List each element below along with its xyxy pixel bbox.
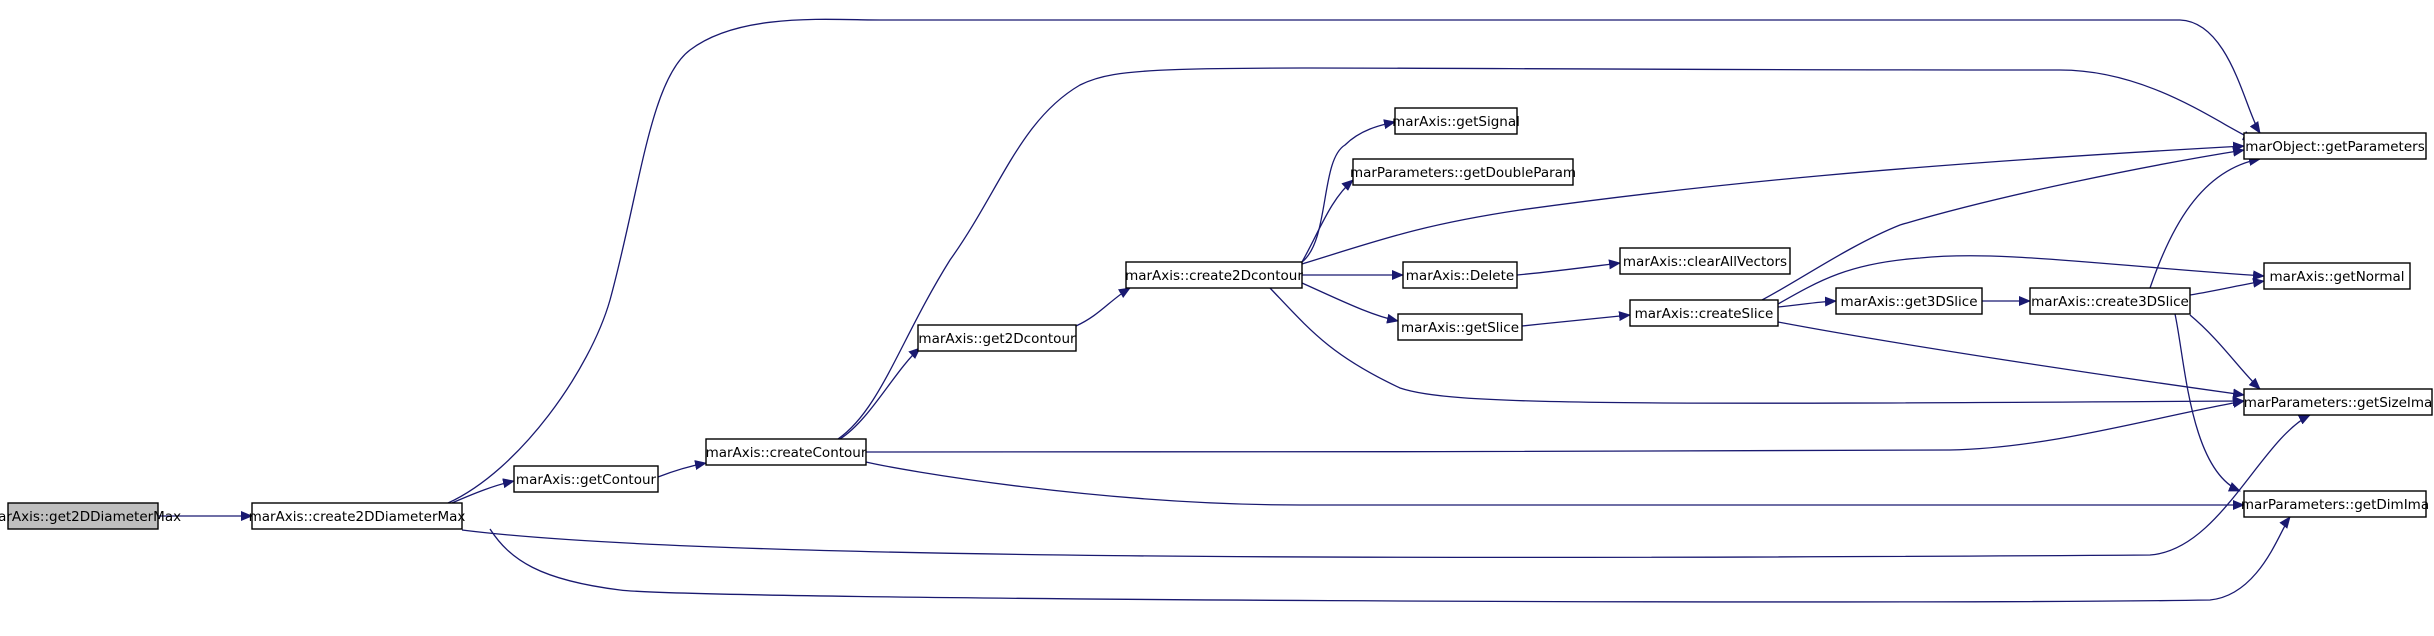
node-label: marAxis::create2DDiameterMax (249, 509, 466, 525)
edge-create2Dcontour-to-getSignal (1301, 119, 1396, 263)
edge-create2DDiameterMax-to-getParameters (447, 18, 2261, 504)
edge-createContour-to-getSizeIma (865, 398, 2245, 453)
edge-getSlice-to-createSlice (1521, 311, 1631, 327)
node-box[interactable] (7, 502, 159, 530)
edge-create3DSlice-to-getSizeIma (2189, 314, 2261, 390)
node-box[interactable] (917, 324, 1077, 352)
node-box[interactable] (705, 438, 867, 466)
node-getSlice[interactable]: marAxis::getSlice (1397, 313, 1523, 341)
node-get2DDiameterMax[interactable]: marAxis::get2DDiameterMax (0, 502, 181, 530)
edge-create2DDiameterMax-to-getSizeIma (461, 414, 2311, 559)
node-label: marAxis::create3DSlice (2031, 294, 2189, 310)
node-label: marAxis::get2DDiameterMax (0, 509, 181, 525)
node-box[interactable] (1394, 107, 1518, 135)
edge-create2DDiameterMax-to-getContour (451, 478, 515, 504)
edge-createContour-to-getDimIma (865, 461, 2245, 510)
node-get2Dcontour[interactable]: marAxis::get2Dcontour (917, 324, 1077, 352)
node-getContour[interactable]: marAxis::getContour (513, 465, 659, 493)
node-box[interactable] (2263, 262, 2411, 290)
node-box[interactable] (1619, 247, 1791, 275)
node-getNormal[interactable]: marAxis::getNormal (2263, 262, 2411, 290)
node-box[interactable] (1125, 261, 1303, 289)
node-label: marAxis::get2Dcontour (918, 331, 1076, 347)
node-getDoubleParam[interactable]: marParameters::getDoubleParam (1350, 158, 1576, 186)
node-label: marParameters::getSizeIma (2244, 395, 2433, 411)
edges (158, 18, 2311, 603)
edge-getContour-to-createContour (657, 460, 707, 478)
node-box[interactable] (1835, 287, 1983, 315)
node-box[interactable] (2243, 490, 2427, 518)
node-label: marObject::getParameters (2245, 139, 2424, 155)
nodes: marAxis::get2DDiameterMax marAxis::create… (0, 107, 2433, 530)
node-getSizeIma[interactable]: marParameters::getSizeIma (2243, 388, 2433, 416)
edge-createSlice-to-getNormal (1777, 255, 2265, 305)
node-label: marAxis::getContour (516, 472, 657, 488)
node-box[interactable] (2029, 287, 2191, 315)
node-label: marAxis::createSlice (1635, 306, 1774, 322)
edge-createContour-to-get2Dcontour (839, 347, 921, 440)
node-label: marAxis::getSignal (1392, 114, 1520, 130)
node-box[interactable] (2243, 132, 2427, 160)
edge-createSlice-to-getParameters (1761, 146, 2245, 301)
node-box[interactable] (1397, 313, 1523, 341)
edge-create2Dcontour-to-getParameters (1301, 141, 2245, 265)
edge-Delete-to-clearAllVectors (1516, 259, 1621, 276)
node-createSlice[interactable]: marAxis::createSlice (1629, 299, 1779, 327)
edge-create3DSlice-to-getNormal (2189, 277, 2265, 296)
node-box[interactable] (513, 465, 659, 493)
edge-create2Dcontour-to-getSlice (1301, 282, 1399, 324)
node-label: marAxis::createContour (706, 445, 867, 461)
node-label: marParameters::getDoubleParam (1350, 165, 1576, 181)
node-box[interactable] (1352, 158, 1574, 186)
node-create3DSlice[interactable]: marAxis::create3DSlice (2029, 287, 2191, 315)
edge-createContour-to-getParameters (837, 67, 2255, 440)
node-clearAllVectors[interactable]: marAxis::clearAllVectors (1619, 247, 1791, 275)
node-getParameters[interactable]: marObject::getParameters (2243, 132, 2427, 160)
edge-get2Dcontour-to-create2Dcontour (1075, 287, 1131, 327)
node-getSignal[interactable]: marAxis::getSignal (1392, 107, 1520, 135)
edge-create3DSlice-to-getDimIma (2174, 313, 2241, 492)
edge-create2Dcontour-to-getSizeIma (1269, 287, 2245, 407)
node-box[interactable] (251, 502, 463, 530)
node-box[interactable] (2243, 388, 2433, 416)
node-label: marAxis::create2Dcontour (1125, 268, 1303, 284)
edge-createSlice-to-getSizeIma (1777, 321, 2245, 399)
node-label: marAxis::clearAllVectors (1623, 254, 1787, 270)
node-create2DDiameterMax[interactable]: marAxis::create2DDiameterMax (249, 502, 466, 530)
node-label: marAxis::Delete (1406, 268, 1514, 284)
edge-createSlice-to-get3DSlice (1777, 296, 1837, 308)
edge-create2Dcontour-to-getDoubleParam (1301, 179, 1354, 263)
edge-create3DSlice-to-getParameters (2149, 156, 2261, 289)
node-label: marAxis::getNormal (2269, 269, 2404, 285)
node-label: marAxis::getSlice (1401, 320, 1519, 336)
node-label: marAxis::get3DSlice (1840, 294, 1977, 310)
node-box[interactable] (1402, 261, 1518, 289)
node-box[interactable] (1629, 299, 1779, 327)
node-createContour[interactable]: marAxis::createContour (705, 438, 867, 466)
node-getDimIma[interactable]: marParameters::getDimIma (2241, 490, 2429, 518)
node-get3DSlice[interactable]: marAxis::get3DSlice (1835, 287, 1983, 315)
node-label: marParameters::getDimIma (2241, 497, 2429, 513)
node-create2Dcontour[interactable]: marAxis::create2Dcontour (1125, 261, 1303, 289)
edge-create2DDiameterMax-to-getDimIma (489, 516, 2291, 603)
node-Delete[interactable]: marAxis::Delete (1402, 261, 1518, 289)
